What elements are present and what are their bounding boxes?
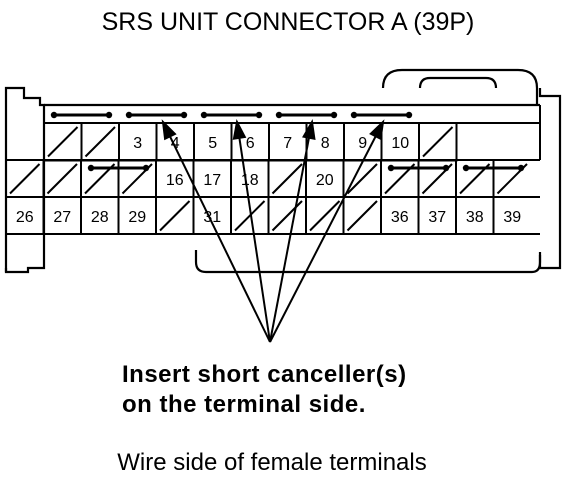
bottom-skirt	[194, 250, 542, 274]
diagram-title: SRS UNIT CONNECTOR A (39P)	[102, 8, 475, 36]
short-canceller	[200, 111, 263, 119]
arrow-shaft	[269, 135, 377, 343]
empty-cavity-hatch	[234, 200, 266, 232]
arrow-head	[302, 118, 316, 140]
canceller-end-dot	[462, 164, 470, 172]
canceller-end-dot	[387, 164, 395, 172]
left-flange	[4, 86, 46, 274]
terminal-number: 3	[133, 135, 142, 152]
empty-cavity-hatch	[47, 126, 79, 158]
pointer-arrow	[269, 118, 316, 343]
terminal-number: 36	[391, 209, 409, 226]
terminal-number: 4	[171, 135, 180, 152]
empty-cavity-hatch	[271, 200, 303, 232]
terminal-number: 7	[283, 135, 292, 152]
empty-cavity-hatch	[422, 126, 454, 158]
canceller-end-dot	[142, 164, 150, 172]
empty-cavity-hatch	[159, 200, 191, 232]
canceller-end-dot	[350, 111, 358, 119]
terminal-number: 8	[321, 135, 330, 152]
locking-tab-inner	[418, 76, 498, 89]
canceller-end-dot	[330, 111, 338, 119]
pointer-arrow	[161, 119, 271, 343]
empty-cavity-hatch	[346, 200, 378, 232]
note-line-2: on the terminal side.	[122, 391, 366, 418]
empty-cavity-hatch	[309, 200, 341, 232]
canceller-end-dot	[275, 111, 283, 119]
canceller-end-dot	[105, 111, 113, 119]
short-canceller	[387, 164, 450, 172]
footer-caption: Wire side of female terminals	[117, 449, 426, 476]
right-flange	[538, 88, 562, 270]
terminal-number: 20	[316, 172, 334, 189]
short-canceller	[275, 111, 338, 119]
connector-body	[4, 68, 562, 274]
arrow-shaft	[238, 137, 271, 343]
terminal-number: 27	[53, 209, 71, 226]
short-canceller	[125, 111, 188, 119]
arrow-head	[161, 119, 177, 141]
canceller-end-dot	[50, 111, 58, 119]
arrow-head	[232, 118, 247, 140]
terminal-grid	[5, 105, 541, 268]
locking-tab	[381, 68, 539, 105]
terminal-number: 29	[128, 209, 146, 226]
short-canceller-bars	[50, 111, 525, 172]
terminal-number: 28	[91, 209, 109, 226]
terminal-number: 18	[241, 172, 259, 189]
canceller-end-dot	[442, 164, 450, 172]
arrow-shaft	[169, 135, 271, 343]
short-canceller	[462, 164, 525, 172]
terminal-number: 26	[16, 209, 34, 226]
terminal-number: 5	[208, 135, 217, 152]
canceller-end-dot	[180, 111, 188, 119]
empty-cavity-hatch	[346, 163, 378, 195]
canceller-end-dot	[200, 111, 208, 119]
terminal-number: 9	[358, 135, 367, 152]
pointer-arrow	[232, 118, 271, 343]
canceller-end-dot	[87, 164, 95, 172]
arrow-head	[369, 119, 385, 141]
canceller-end-dot	[517, 164, 525, 172]
terminal-number: 39	[503, 209, 521, 226]
short-canceller	[350, 111, 413, 119]
arrow-shaft	[269, 137, 310, 343]
terminal-number: 16	[166, 172, 184, 189]
empty-cavity-hatch	[9, 163, 41, 195]
terminal-number: 17	[203, 172, 221, 189]
terminal-number: 10	[391, 135, 409, 152]
terminal-number: 6	[246, 135, 255, 152]
terminal-number: 38	[466, 209, 484, 226]
short-canceller	[87, 164, 150, 172]
short-canceller	[50, 111, 113, 119]
empty-cavity-hatch	[84, 126, 116, 158]
pointer-arrow	[269, 119, 385, 343]
canceller-end-dot	[405, 111, 413, 119]
empty-cavity-hatch	[46, 163, 78, 195]
terminal-number: 37	[428, 209, 446, 226]
empty-cavity-hatch	[271, 163, 303, 195]
canceller-end-dot	[125, 111, 133, 119]
note-line-1: Insert short canceller(s)	[122, 361, 407, 388]
pointer-arrows	[161, 118, 385, 343]
canceller-end-dot	[255, 111, 263, 119]
